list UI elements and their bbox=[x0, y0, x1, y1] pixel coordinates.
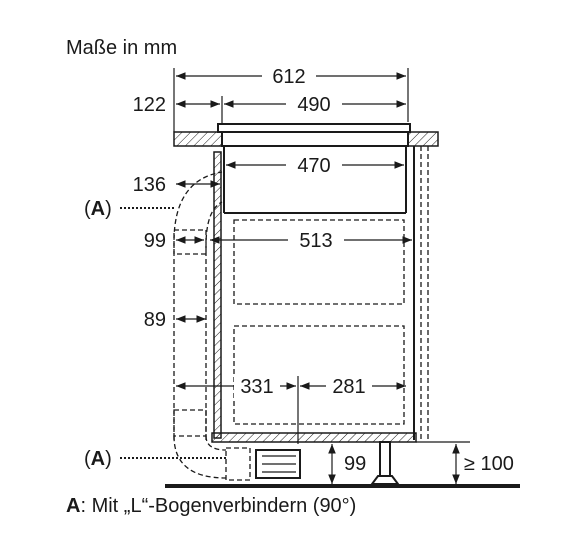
label-bg bbox=[234, 374, 280, 398]
label-bg bbox=[288, 228, 344, 252]
drawer-lower bbox=[233, 325, 405, 425]
drawer-upper bbox=[233, 219, 405, 305]
duct-bend-inner bbox=[205, 435, 227, 451]
cabinet-foot bbox=[379, 441, 391, 477]
dim-490: 490 bbox=[297, 94, 330, 116]
dim-136: 136 bbox=[133, 174, 166, 196]
hob-glass bbox=[217, 123, 411, 133]
label-bg bbox=[326, 374, 372, 398]
cabinet-left-wall bbox=[213, 151, 222, 439]
cabinet-bottom bbox=[211, 432, 417, 443]
dim-89: 89 bbox=[144, 309, 166, 331]
legend-key: A bbox=[66, 495, 80, 517]
legend: A: Mit „L“-Bogenverbindern (90°) bbox=[66, 495, 356, 517]
units-label: Maße in mm bbox=[66, 37, 177, 59]
dim-122: 122 bbox=[133, 94, 166, 116]
duct-connector-upper bbox=[173, 229, 207, 255]
worktop-left bbox=[173, 131, 223, 147]
duct-connector-lower bbox=[173, 409, 207, 437]
duct-bend-connector bbox=[225, 447, 251, 481]
dim-331: 331 bbox=[240, 376, 273, 398]
callout-a-upper: (A) bbox=[84, 198, 112, 220]
legend-text: : Mit „L“-Bogenverbindern (90°) bbox=[80, 495, 356, 517]
foot-base bbox=[370, 475, 400, 485]
label-bg bbox=[262, 64, 316, 88]
dim-513: 513 bbox=[299, 230, 332, 252]
duct-bend bbox=[173, 435, 227, 479]
blower-detail bbox=[262, 455, 296, 473]
dim-281: 281 bbox=[332, 376, 365, 398]
callout-a-lower: (A) bbox=[84, 448, 112, 470]
duct-inner bbox=[205, 201, 223, 440]
label-bg bbox=[286, 92, 342, 116]
label-bg bbox=[286, 153, 342, 177]
dim-470: 470 bbox=[297, 155, 330, 177]
dim-612: 612 bbox=[272, 66, 305, 88]
dim-99-plinth: 99 bbox=[344, 453, 366, 475]
dim-99-duct: 99 bbox=[144, 230, 166, 252]
hob-frame bbox=[221, 131, 409, 147]
worktop-right bbox=[407, 131, 439, 147]
dim-min-100: ≥ 100 bbox=[464, 453, 514, 475]
duct-outer bbox=[173, 171, 223, 440]
blower-unit bbox=[255, 449, 301, 479]
